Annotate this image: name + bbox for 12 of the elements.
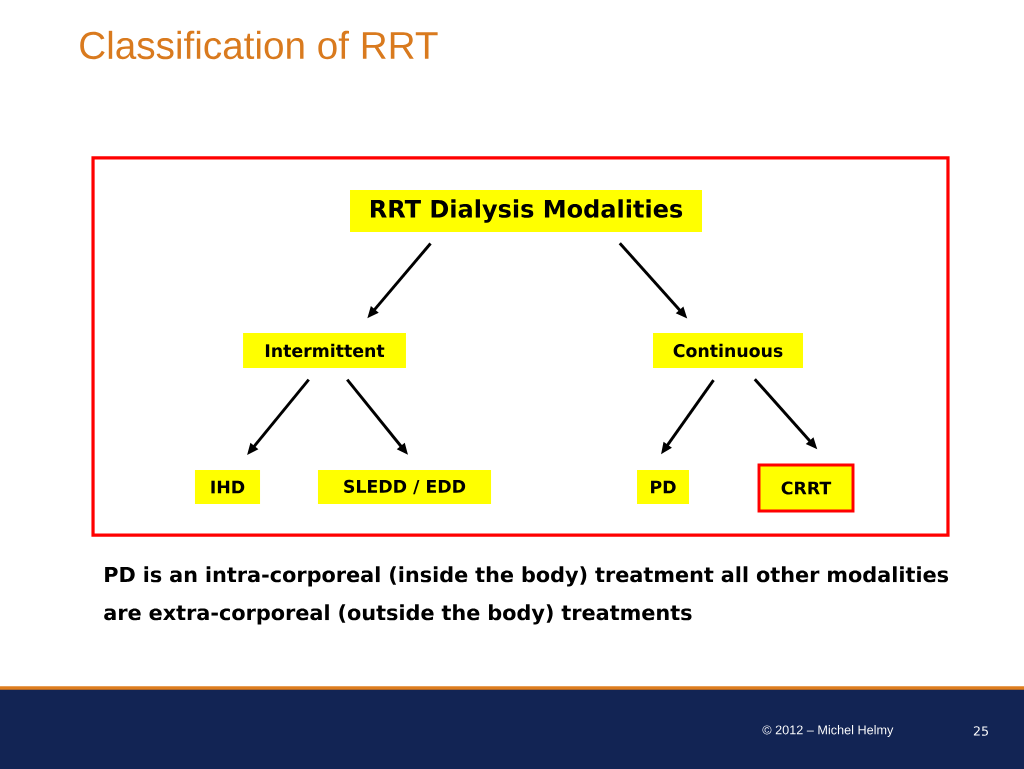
category-box: Intermittent: [243, 333, 406, 368]
category-box: RRT Dialysis Modalities: [350, 190, 702, 232]
page-number: 25: [973, 726, 988, 736]
copyright-text: © 2012 – Michel Helmy: [762, 725, 894, 737]
title: Classification of RRT: [80, 30, 438, 60]
category-box: Continuous: [653, 333, 803, 368]
frame-box: [91, 156, 950, 537]
modality-box: IHD: [194, 470, 261, 504]
note-text: PD is an intra-corporeal (inside the body) treatment all other modalities are extra-corporeal (outside the body) treatments: [104, 566, 949, 625]
highlighted-modality-box: CRRT: [757, 463, 855, 513]
modality-box: SLEDD / EDD: [317, 470, 492, 504]
modality-box: PD: [637, 470, 689, 504]
